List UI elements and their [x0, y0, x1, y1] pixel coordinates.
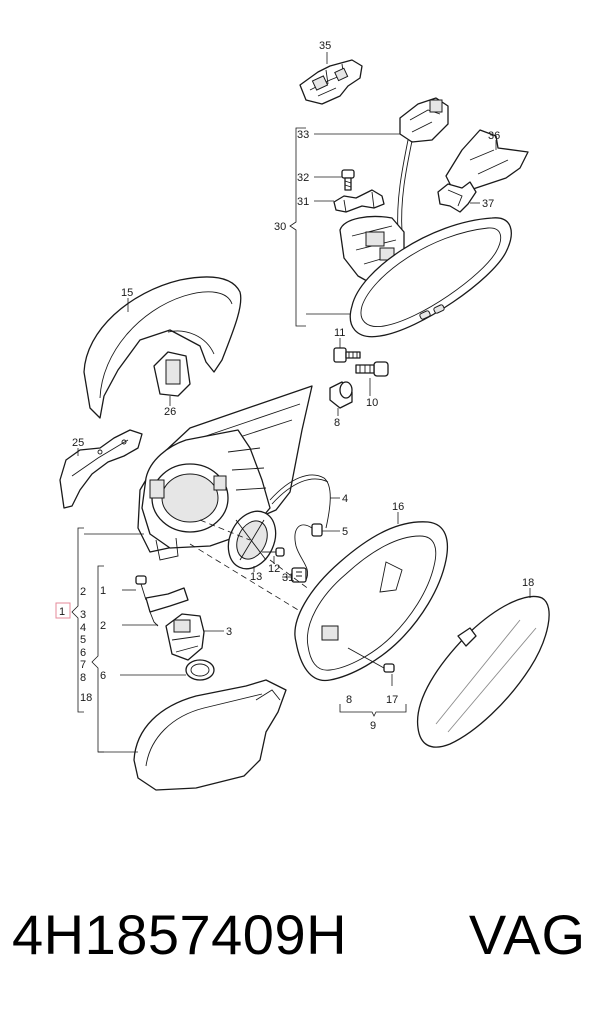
part-11-screw [333, 347, 361, 363]
part-15-mirror-cap [83, 276, 242, 419]
callout-label: 37 [482, 198, 494, 210]
callout-label: 8 [334, 417, 340, 429]
callout-label: 5 [342, 526, 348, 538]
part-17-screw [347, 647, 395, 673]
part-26-clip [153, 351, 191, 397]
callout-label: 31 [282, 572, 294, 584]
callout-label: 15 [121, 287, 133, 299]
part-20-mirror-glass [416, 595, 550, 748]
callout-label: 33 [297, 129, 309, 141]
part-37-clip [437, 181, 477, 213]
part-8-bushing [329, 381, 353, 409]
part-12-bracket [135, 575, 189, 613]
callout-label: 7 [80, 659, 86, 671]
callout-label: 3 [80, 609, 86, 621]
part-number: 4H1857409H [12, 903, 348, 966]
callout-label: 35 [319, 40, 331, 52]
footer: 4H1857409H VAG [0, 895, 600, 975]
part-6-plug [291, 567, 307, 583]
callout-label: 26 [164, 406, 176, 418]
part-32-screw [341, 169, 355, 191]
part-mirror-housing-frame [137, 385, 313, 561]
callout-label: 1 [59, 606, 65, 618]
callout-label: 32 [297, 172, 309, 184]
part-10-screw [355, 361, 389, 377]
callout-label: 17 [386, 694, 398, 706]
part-16-mirror-frame [294, 521, 449, 682]
part-2-adjuster-disc [227, 510, 277, 570]
callout-label: 10 [366, 397, 378, 409]
part-25-trim-strip [59, 429, 143, 509]
part-14-ring [185, 659, 215, 681]
callout-label: 31 [297, 196, 309, 208]
callout-label: 18 [522, 577, 534, 589]
callout-label: 2 [80, 586, 86, 598]
part-3-screw [262, 547, 285, 557]
callout-label: 36 [488, 130, 500, 142]
highlight-box-1 [55, 602, 71, 619]
part-36-cover [445, 129, 529, 191]
part-31-bracket [333, 189, 385, 213]
part-lower-cover [133, 679, 287, 791]
mirror-exploded-diagram: 35 33 36 32 31 37 30 15 11 10 26 8 25 4 … [55, 40, 550, 791]
part-35-connector [299, 59, 363, 105]
callout-label: 12 [268, 563, 280, 575]
part-30-mirror-base [339, 215, 512, 338]
brand-name: VAG [468, 903, 586, 966]
callout-labels: 35 33 36 32 31 37 30 15 11 10 26 8 25 4 … [59, 40, 534, 732]
part-5-connector [294, 523, 323, 581]
callout-label: 18 [80, 692, 92, 704]
part-4-cable [269, 474, 331, 529]
callout-label: 4 [80, 622, 86, 634]
callout-label: 30 [274, 221, 286, 233]
callout-label: 6 [100, 670, 106, 682]
callout-label: 8 [346, 694, 352, 706]
callout-label: 1 [100, 585, 106, 597]
part-33-wiring [397, 97, 449, 233]
callout-label: 4 [342, 493, 348, 505]
callout-label: 9 [370, 720, 376, 732]
callout-label: 8 [80, 672, 86, 684]
callout-label: 13 [250, 571, 262, 583]
callout-label: 2 [100, 620, 106, 632]
part-18-motor [165, 613, 205, 661]
callout-label: 5 [80, 634, 86, 646]
callout-label: 6 [80, 647, 86, 659]
callout-label: 3 [226, 626, 232, 638]
callout-label: 25 [72, 437, 84, 449]
part-13-mount [149, 611, 159, 627]
callout-label: 11 [334, 327, 345, 339]
callout-label: 16 [392, 501, 404, 513]
